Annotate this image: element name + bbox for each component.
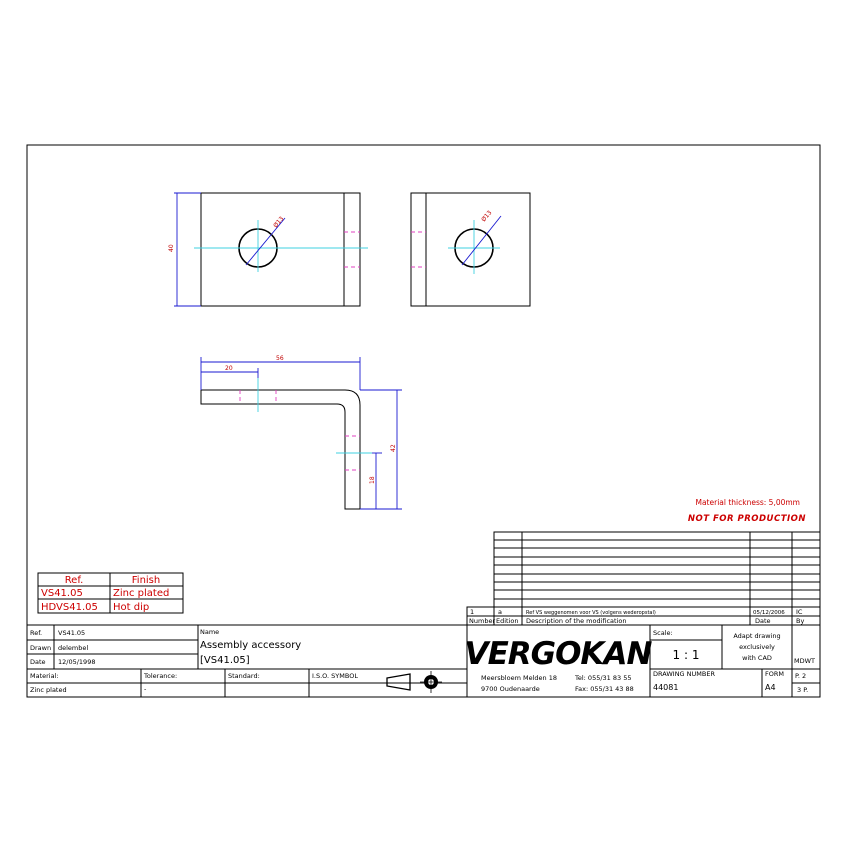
telephone: Tel: 055/31 83 55 [574,674,631,682]
header-edition: Edition [496,617,519,625]
adapt-note-2: exclusively [739,643,775,651]
ref-label: Ref. [30,629,42,637]
finish-header: Finish [132,575,160,586]
title-block: Ref. VS41.05 Drawn delembel Date 12/05/1… [26,624,821,698]
header-by: By [796,617,804,625]
tolerance-value: - [144,685,147,693]
drawn-value: delembel [58,644,88,652]
ref-value: VS41.05 [58,629,85,637]
date-value: 12/05/1998 [58,658,95,666]
ref-header: Ref. [65,575,84,586]
form-value: A4 [765,683,776,692]
header-description: Description of the modification [526,617,627,625]
iso-label: I.S.O. SYMBOL [312,672,358,680]
bend-length-dim: 56 [276,355,284,362]
finish-row-1: Zinc plated [113,588,169,599]
mdwt-label: MDWT [794,657,815,665]
drawn-label: Drawn [30,644,51,652]
adapt-note-1: Adapt drawing [733,632,780,640]
revision-date: 05/12/2006 [753,610,785,616]
page-total: 3 P. [797,686,808,694]
revision-by: IC [796,608,803,616]
header-number: Number [469,617,495,625]
ref-row-1: VS41.05 [41,588,83,599]
side-view: Ø13 [410,192,531,307]
adapt-note-3: with CAD [742,654,772,662]
part-code: [VS41.05] [200,655,250,666]
standard-label: Standard: [228,672,260,680]
scale-label: Scale: [653,629,673,637]
drawing-number: 44081 [653,683,678,692]
revision-grid [493,531,821,608]
revision-description: Ref VS weggenomen voor VS (volgens weder… [526,610,656,616]
not-for-production-note: NOT FOR PRODUCTION [688,514,806,524]
finish-row-2: Hot dip [113,602,149,613]
bend-height-dim: 42 [390,444,397,452]
bend-hole-height-dim: 18 [369,476,376,484]
front-height-dim: 40 [168,244,175,252]
ref-finish-table: Ref. Finish VS41.05 Zinc plated HDVS41.0… [37,572,184,614]
projection-symbol-icon [386,671,442,693]
drawing-number-label: DRAWING NUMBER [653,670,715,678]
part-name: Assembly accessory [200,640,301,651]
revision-edition: a [498,608,502,616]
material-value: Zinc plated [30,686,67,694]
ref-row-2: HDVS41.05 [41,602,98,613]
fax: Fax: 055/31 43 88 [575,685,634,693]
company-logo: VERGOKAN [465,636,653,672]
side-hole-dim: Ø13 [480,209,493,223]
material-thickness-note: Material thickness: 5,00mm [695,498,800,507]
address-line-2: 9700 Oudenaarde [481,685,540,693]
date-label: Date [30,658,46,666]
drawing-border [26,144,821,698]
address-line-1: Meersbloem Melden 18 [481,674,557,682]
revision-number: 1 [470,608,474,616]
page-number: P. 2 [795,672,806,680]
front-view: Ø13 40 [168,192,368,307]
bend-hole-pos-dim: 20 [225,365,233,372]
header-date: Date [755,617,771,625]
tolerance-label: Tolerance: [143,672,177,680]
form-label: FORM [765,670,784,678]
revision-header: 1 a Ref VS weggenomen voor VS (volgens w… [466,606,821,626]
front-hole-dim: Ø13 [272,215,285,229]
scale-value: 1 : 1 [673,648,700,662]
name-label: Name [200,628,219,636]
material-label: Material: [30,672,59,680]
bend-view: 56 20 42 18 [200,355,402,510]
